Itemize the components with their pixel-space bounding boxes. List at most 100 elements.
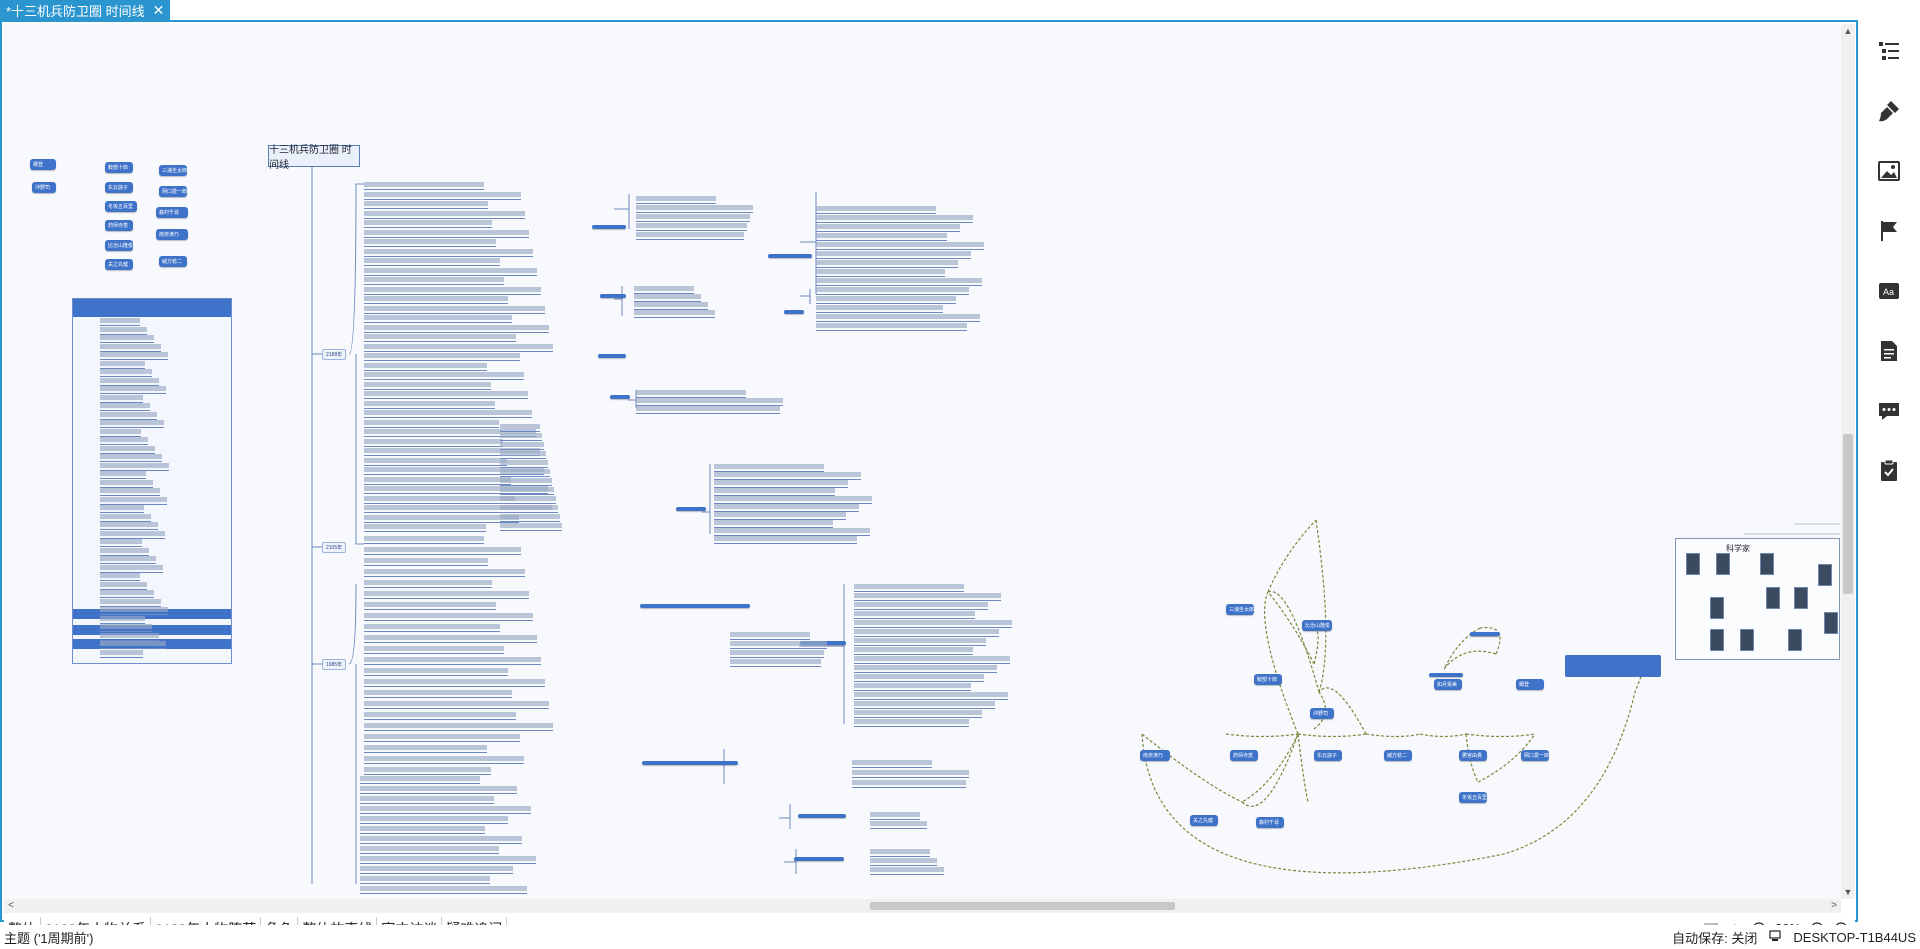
legend-node[interactable]: 南奈津乃 (156, 229, 188, 240)
mid-topic[interactable] (610, 395, 630, 399)
leaf-text-placeholder (364, 712, 516, 717)
task-icon[interactable] (1876, 458, 1902, 484)
scroll-left-icon[interactable]: < (8, 900, 14, 911)
relation-node[interactable]: 如月兎美 (1434, 679, 1462, 690)
image-icon[interactable] (1876, 158, 1902, 184)
relation-node[interactable]: 緒方稔二 (1384, 750, 1412, 761)
mid-topic[interactable] (676, 507, 706, 511)
horizontal-scroll-thumb[interactable] (870, 902, 1175, 910)
leaf-underline (500, 521, 560, 522)
legend-node[interactable]: 三浦圭太郎 (159, 165, 187, 176)
mid-topic[interactable] (640, 604, 750, 608)
relation-node[interactable]: 鷹宮由貴 (1459, 750, 1487, 761)
legend-node[interactable]: 药师寺恵 (105, 220, 133, 231)
autosave-status[interactable]: 自动保存: 关闭 (1672, 930, 1758, 946)
leaf-text-placeholder (500, 442, 544, 447)
leaf-text-placeholder (100, 445, 155, 451)
legend-node-label: 网口愛一郎 (162, 189, 188, 195)
relation-node[interactable]: 三浦圭太郎 (1226, 604, 1254, 615)
relation-node[interactable]: 森村千尋 (1256, 817, 1284, 828)
leaf-text-placeholder (364, 569, 525, 574)
mid-topic[interactable] (642, 761, 738, 765)
leaf-underline (364, 620, 533, 621)
relation-node[interactable]: 关之丸健 (1190, 815, 1218, 826)
scroll-down-icon[interactable]: ▼ (1843, 887, 1853, 897)
format-brush-icon[interactable] (1876, 98, 1902, 124)
legend-node[interactable]: 緒方稔二 (159, 256, 187, 267)
relation-node[interactable]: 比治山隆俊 (1302, 620, 1332, 631)
mindmap-canvas[interactable]: 郷登 沖野司 鞍部十郎 东云諒子 冬坂五百里 药师寺恵 比治山隆俊 关之丸健 三… (4, 24, 1841, 899)
mid-topic[interactable] (592, 225, 626, 229)
close-tab-icon[interactable]: ✕ (152, 1, 165, 18)
central-topic[interactable]: 十三机兵防卫圈 时间线 (268, 145, 360, 171)
flag-marker-icon[interactable] (1876, 218, 1902, 244)
branch-topic[interactable]: 2105年 (322, 542, 347, 553)
vertical-scroll-thumb[interactable] (1843, 434, 1853, 594)
mid-topic[interactable] (798, 814, 846, 818)
relation-node[interactable]: 鞍部十郎 (1254, 674, 1282, 685)
leaf-text-placeholder (854, 611, 975, 616)
leaf-underline (816, 222, 973, 223)
leaf-underline (730, 639, 810, 640)
leaf-underline (854, 726, 969, 727)
mid-topic[interactable] (598, 354, 626, 358)
legend-node[interactable]: 比治山隆俊 (105, 240, 133, 251)
legend-node[interactable]: 森村千尋 (156, 207, 188, 218)
comment-icon[interactable] (1876, 398, 1902, 424)
leaf-text-placeholder (636, 205, 753, 210)
relation-node[interactable] (1470, 632, 1500, 636)
leaf-text-placeholder (100, 581, 147, 587)
leaf-text-placeholder (854, 656, 1010, 661)
notes-icon[interactable] (1876, 338, 1902, 364)
legend-node[interactable]: 冬坂五百里 (105, 201, 137, 212)
relation-node[interactable]: 郷登 (1516, 679, 1544, 690)
leaf-underline (714, 479, 861, 480)
relation-node[interactable]: 南奈津乃 (1140, 750, 1170, 761)
leaf-underline (364, 417, 532, 418)
legend-node[interactable]: 网口愛一郎 (159, 186, 187, 197)
leaf-underline (364, 255, 533, 257)
document-tab[interactable]: *十三机兵防卫圈 时间线 ✕ (0, 0, 171, 20)
leaf-text-placeholder (500, 496, 556, 501)
scroll-up-icon[interactable]: ▲ (1843, 26, 1853, 36)
branch-topic[interactable]: 2188年 (322, 349, 347, 360)
leaf-text-placeholder (870, 867, 944, 872)
mid-topic[interactable] (600, 294, 626, 298)
leaf-underline (730, 666, 821, 667)
leaf-text-placeholder (634, 294, 701, 299)
scroll-right-icon[interactable]: > (1831, 900, 1837, 911)
leaf-text-placeholder (100, 615, 145, 621)
legend-node[interactable]: 沖野司 (32, 182, 56, 193)
outline-icon[interactable] (1876, 38, 1902, 64)
relation-blurb[interactable] (1565, 655, 1661, 677)
leaf-text-placeholder (100, 488, 160, 493)
mid-topic[interactable] (768, 254, 812, 258)
text-style-icon[interactable]: Aa (1876, 278, 1902, 304)
legend-node[interactable]: 郷登 (30, 159, 56, 170)
mid-topic[interactable] (784, 310, 804, 314)
vertical-scrollbar[interactable]: ▲ ▼ (1841, 24, 1855, 899)
horizontal-scrollbar[interactable]: < > (4, 899, 1841, 913)
legend-node[interactable]: 东云諒子 (105, 182, 133, 193)
leaf-underline (100, 401, 143, 403)
mid-topic[interactable] (794, 857, 844, 861)
leaf-text-placeholder (100, 377, 159, 383)
relation-node[interactable]: 网口愛一郎 (1521, 750, 1549, 761)
leaf-underline (364, 227, 492, 228)
legend-node[interactable]: 鞍部十郎 (105, 162, 133, 173)
legend-node[interactable]: 关之丸健 (105, 259, 133, 270)
relation-node[interactable]: 冬坂五百里 (1459, 792, 1487, 803)
relation-node[interactable]: 东云諒子 (1314, 750, 1342, 761)
portrait (1788, 629, 1802, 651)
leaf-underline (636, 212, 753, 213)
relation-node[interactable]: 药师寺恵 (1230, 750, 1258, 761)
leaf-text-placeholder (816, 305, 943, 310)
branch-topic[interactable]: 1985年 (322, 659, 347, 670)
leaf-underline (364, 521, 519, 523)
leaf-underline (364, 576, 525, 577)
relation-node-label: 药师寺恵 (1233, 753, 1254, 759)
relation-node[interactable]: 沖野司 (1310, 708, 1334, 719)
leaf-text-placeholder (100, 522, 158, 527)
relation-node-label: 冬坂五百里 (1462, 795, 1488, 801)
relation-node[interactable] (1429, 673, 1463, 677)
